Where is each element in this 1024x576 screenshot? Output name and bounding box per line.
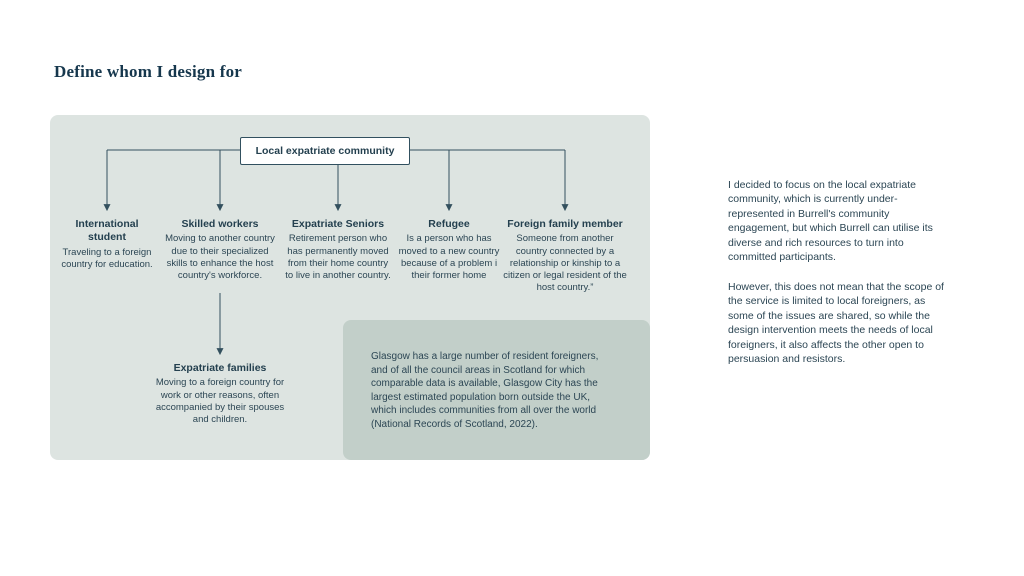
node-desc: Moving to a foreign country for work or …: [155, 377, 285, 425]
root-node-label: Local expatriate community: [255, 145, 395, 157]
node-desc: Traveling to a foreign country for educa…: [61, 246, 153, 271]
node-local-expatriate-community: Local expatriate community: [240, 137, 410, 165]
node-refugee: Refugee Is a person who has moved to a n…: [398, 218, 500, 282]
node-title: Expatriate families: [173, 362, 267, 374]
node-expatriate-seniors: Expatriate Seniors Retirement person who…: [283, 218, 393, 282]
node-foreign-family-member: Foreign family member Someone from anoth…: [503, 218, 627, 294]
node-desc: Moving to another country due to their s…: [165, 233, 275, 281]
node-title: Skilled workers: [181, 218, 259, 230]
node-skilled-workers: Skilled workers Moving to another countr…: [160, 218, 280, 282]
commentary-paragraph-2: However, this does not mean that the sco…: [728, 280, 944, 366]
node-title: International student: [75, 218, 139, 244]
node-title: Refugee: [428, 218, 470, 230]
node-desc: Retirement person who has permanently mo…: [285, 233, 391, 281]
glasgow-note-text: Glasgow has a large number of resident f…: [371, 351, 599, 430]
node-title: Foreign family member: [507, 218, 623, 230]
page-title: Define whom I design for: [54, 62, 243, 81]
glasgow-note-box: Glasgow has a large number of resident f…: [343, 320, 650, 460]
node-title: Expatriate Seniors: [291, 218, 385, 230]
node-expatriate-families: Expatriate families Moving to a foreign …: [150, 362, 290, 426]
commentary-column: I decided to focus on the local expatria…: [728, 178, 949, 367]
node-international-student: International student Traveling to a for…: [57, 218, 157, 271]
node-desc: Is a person who has moved to a new count…: [398, 233, 500, 281]
commentary-paragraph-1: I decided to focus on the local expatria…: [728, 179, 933, 264]
node-desc: Someone from another country connected b…: [503, 233, 627, 294]
diagram-panel: Local expatriate community International…: [50, 115, 650, 460]
